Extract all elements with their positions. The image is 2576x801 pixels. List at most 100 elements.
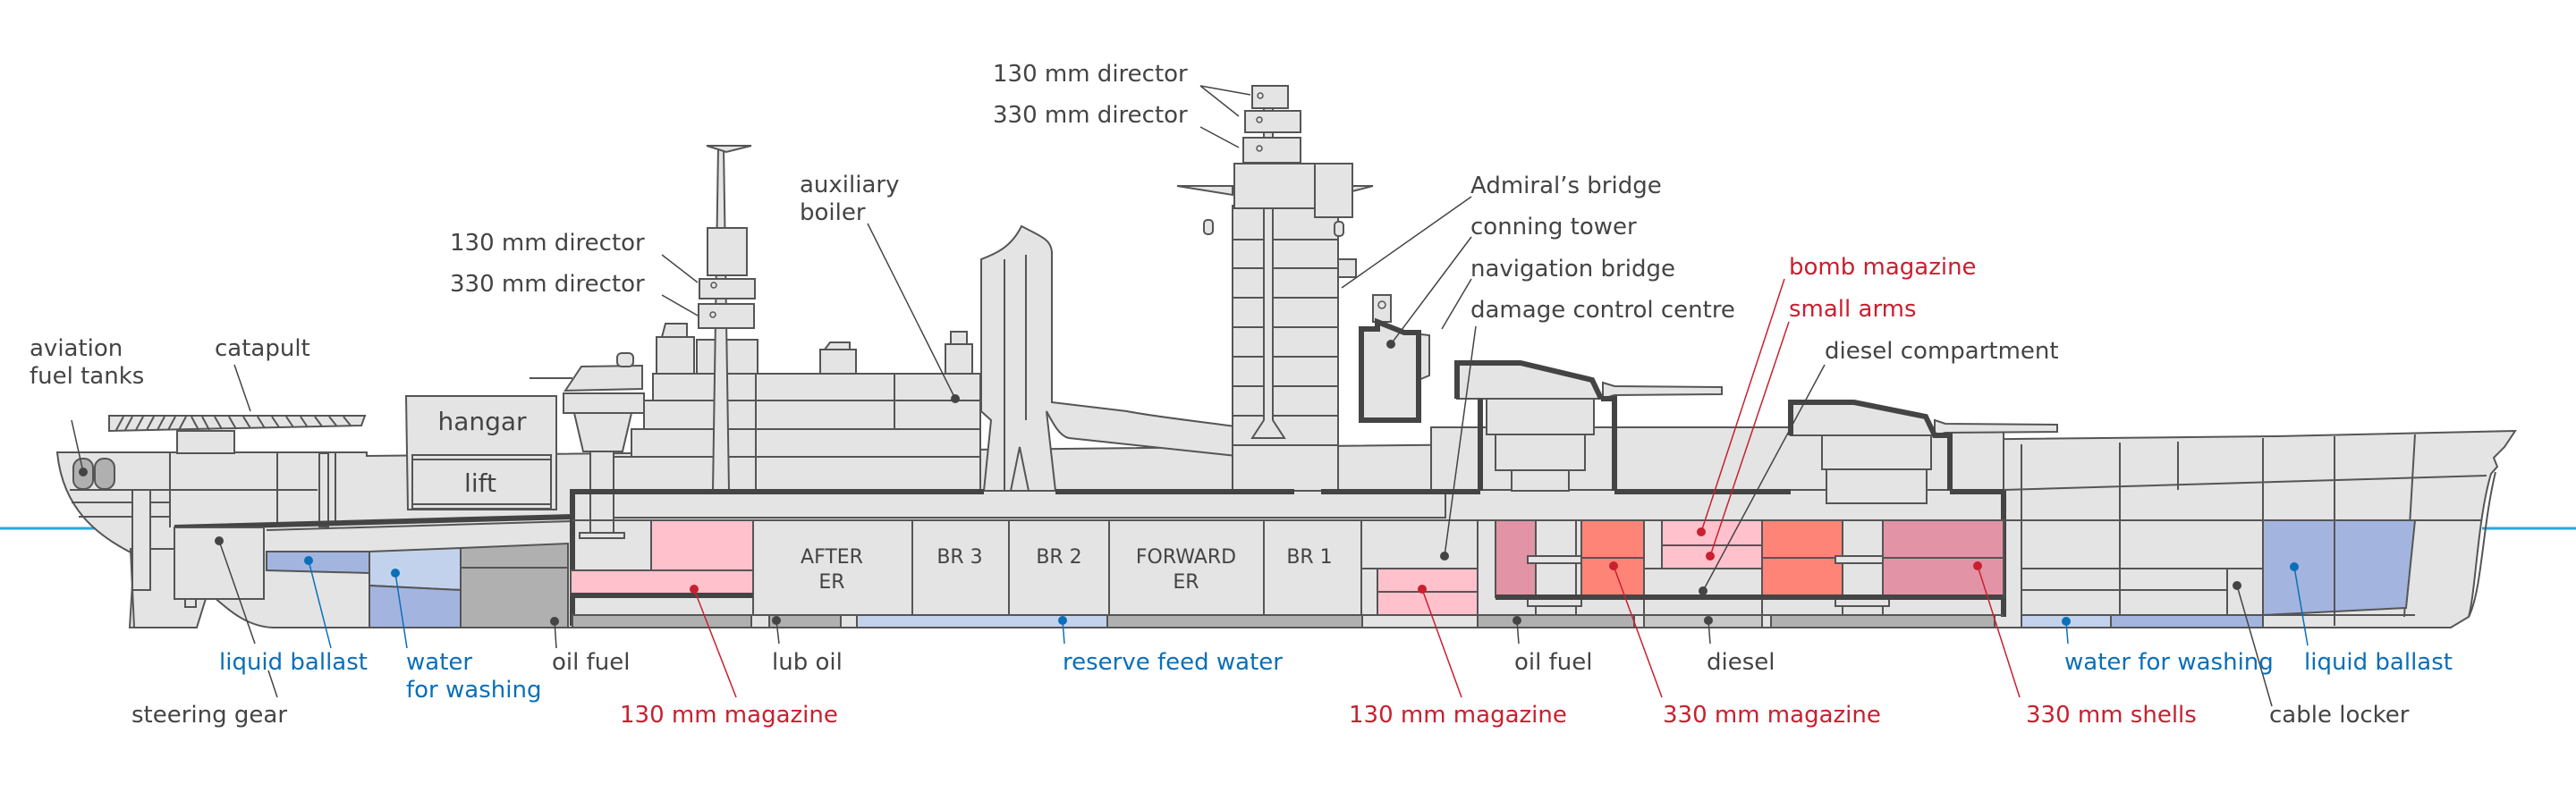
br1-label: BR 1 <box>1286 546 1332 569</box>
label-reserve-feed-water: reserve feed water <box>1063 649 1283 676</box>
label-water-for-washing-fwd: water for washing <box>2064 649 2274 676</box>
turret-a-trunk <box>1826 468 1928 504</box>
label-oil-fuel-fwd: oil fuel <box>1514 649 1592 676</box>
admirals-bridge-block <box>1337 258 1357 278</box>
turret-b-330 <box>1456 362 1605 400</box>
label-catapult: catapult <box>215 335 310 362</box>
turret-b-armor <box>1454 360 1604 400</box>
conning-tower-sight-eye <box>1377 300 1386 309</box>
aviation-fuel-tank-2 <box>94 458 115 490</box>
label-bomb-magazine: bomb magazine <box>1789 254 1977 281</box>
lift-label: lift <box>464 468 496 498</box>
label-conning-tower: conning tower <box>1470 214 1637 240</box>
water-washing-fwd-tank-2 <box>2110 614 2264 628</box>
fwd-director-130-eye <box>1257 92 1264 99</box>
turret-a-barbette <box>1821 434 1932 470</box>
bomb-magazine <box>1661 519 1763 546</box>
label-auxiliary-boiler-1: auxiliary <box>800 172 899 198</box>
aft-turret-130-trunk <box>572 412 633 452</box>
boiler-uptake-tower-2 <box>950 331 968 345</box>
fwd-director-330 <box>1242 137 1301 164</box>
catapult-truss <box>115 416 352 431</box>
label-130-magazine-aft: 130 mm magazine <box>620 702 838 729</box>
label-damage-control-centre: damage control centre <box>1470 297 1735 324</box>
aft-mount-dome <box>660 323 688 338</box>
label-aft-330-director: 330 mm director <box>450 271 645 298</box>
aft-director-330 <box>698 303 755 329</box>
turret-a-330 <box>1790 401 1936 436</box>
label-fwd-330-director: 330 mm director <box>993 102 1188 129</box>
bow-stem-inner <box>2468 471 2496 618</box>
aft-director-130 <box>699 278 756 299</box>
stern-frame <box>131 489 151 591</box>
label-navigation-bridge: navigation bridge <box>1470 256 1675 282</box>
column-b-ring <box>1527 555 1582 564</box>
column-a-ring <box>1835 555 1890 564</box>
after-er-label-1: AFTER <box>801 546 863 569</box>
aft-turret-130 <box>564 364 643 392</box>
turret-b-330-barrel <box>1602 381 1723 400</box>
liquid-ballast-aft-tank <box>266 551 370 575</box>
label-auxiliary-boiler-2: boiler <box>800 199 866 226</box>
aft-small-dome <box>823 341 851 350</box>
label-330-shells: 330 mm shells <box>2026 702 2197 729</box>
turret-a-armor <box>1788 400 1953 491</box>
br2-label: BR 2 <box>1036 546 1081 569</box>
label-liquid-ballast-fwd: liquid ballast <box>2304 649 2453 676</box>
label-diesel: diesel <box>1707 649 1775 676</box>
diesel-tank <box>1643 614 1763 628</box>
conning-tower-armor <box>1359 317 1421 423</box>
yardarm-left <box>1176 185 1233 197</box>
label-steering-gear: steering gear <box>131 702 287 729</box>
label-small-arms: small arms <box>1789 296 1917 323</box>
bow-deck-line <box>2003 475 2487 491</box>
leader-dots <box>79 340 2299 626</box>
boiler-uptake-tower <box>945 343 973 375</box>
label-aviation-fuel-tanks-1: aviation <box>30 335 123 362</box>
aft-upper-divider <box>266 520 573 531</box>
label-oil-fuel-aft: oil fuel <box>552 649 630 676</box>
label-water-for-washing-aft-2: for washing <box>406 677 541 704</box>
lift-box <box>411 454 552 510</box>
yardarm-right <box>1352 185 1374 193</box>
searchlight-right <box>1334 221 1344 237</box>
forward-tower <box>1232 205 1339 493</box>
turret-a-330-barrel <box>1934 418 2058 437</box>
oil-fuel-bottom-mid <box>1106 614 1363 628</box>
forward-tower-side <box>1314 163 1353 218</box>
forward-er-label-2: ER <box>1173 571 1199 594</box>
damage-control-compartment <box>1360 519 1479 569</box>
turret-b-barbette <box>1486 398 1595 435</box>
turret-b-trunk-lower <box>1511 469 1570 492</box>
catapult-base <box>176 430 235 454</box>
turret-b-trunk <box>1495 434 1586 471</box>
aft-small-mount <box>819 349 857 375</box>
aft-director-top <box>707 227 748 276</box>
aft-turret-130-foot <box>579 532 625 539</box>
oil-fuel-bottom-fwd-2 <box>1770 614 1996 628</box>
aft-superstructure-1 <box>613 456 981 492</box>
aft-superstructure-2 <box>631 428 981 458</box>
label-admirals-bridge: Admiral’s bridge <box>1470 173 1662 199</box>
after-er-label-2: ER <box>818 571 844 594</box>
fwd-director-330-upper <box>1244 110 1301 133</box>
magazine-130-aft-lower <box>570 569 754 596</box>
aft-superstructure-4 <box>652 373 981 401</box>
ladder <box>318 452 329 527</box>
leader-lines <box>71 85 2309 707</box>
oil-fuel-aft-tank <box>460 542 569 628</box>
label-water-for-washing-aft-1: water <box>406 649 472 676</box>
aft-director-330-eye <box>709 311 716 318</box>
cable-locker <box>2226 568 2264 616</box>
aft-mount-pod <box>656 336 695 375</box>
label-aft-130-director: 130 mm director <box>450 230 645 257</box>
reserve-feed-water-tank <box>856 614 1108 628</box>
aft-turret-130-base <box>563 392 645 414</box>
label-liquid-ballast-aft: liquid ballast <box>219 649 368 676</box>
aft-director-130-eye <box>710 282 717 289</box>
water-washing-aft-upper <box>369 546 462 592</box>
label-diesel-compartment: diesel compartment <box>1825 338 2059 365</box>
forward-tower-upper <box>1233 163 1316 209</box>
br3-label: BR 3 <box>936 546 982 569</box>
